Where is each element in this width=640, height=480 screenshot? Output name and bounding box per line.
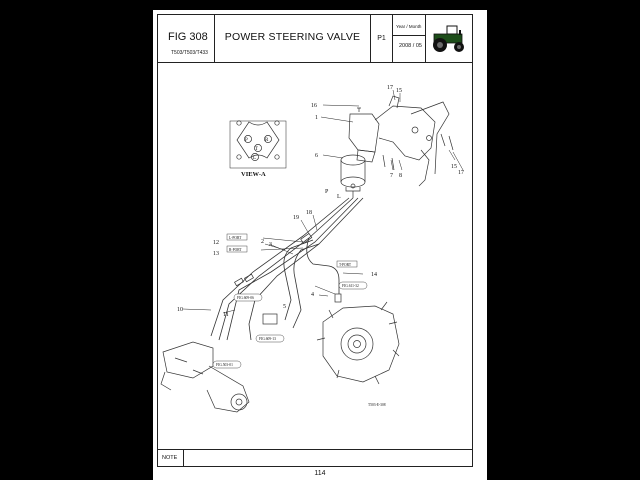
callout-8: 8 — [399, 173, 402, 179]
callout-11: 11 — [223, 312, 229, 318]
page-code: P1 — [377, 35, 386, 42]
transmission-housing — [316, 301, 400, 385]
title-cell: POWER STEERING VALVE — [215, 15, 371, 62]
fig-number: FIG 308 — [168, 31, 208, 43]
hose-fittings — [234, 233, 342, 325]
port-labels: L-PORT R-PORT T-PORT — [226, 233, 358, 268]
logo-cell — [426, 15, 474, 62]
port-l-letter: L — [253, 156, 256, 161]
r-port-label: R-PORT — [229, 248, 242, 252]
ref-fig-609-06: FIG.609-06 — [237, 296, 254, 300]
callout-3: 3 — [269, 242, 272, 248]
year-month-divider — [393, 35, 425, 36]
callout-12: 12 — [213, 240, 219, 246]
page-code-cell: P1 — [371, 15, 393, 62]
port-p-letter: P — [245, 138, 248, 143]
callout-17-top: 17 — [387, 85, 393, 91]
year-month-label: Year / Month — [396, 24, 422, 29]
ref-fig-611-32: FIG.611-32 — [342, 284, 359, 288]
mounting-bracket — [374, 95, 454, 187]
front-axle — [160, 341, 250, 413]
figure-references: FIG.609-06 FIG.609-13 FIG.611-32 FIG.503… — [212, 281, 368, 369]
ref-fig-503-01: FIG.503-01 — [216, 363, 233, 367]
view-a-label: VIEW-A — [241, 171, 266, 178]
callout-4: 4 — [311, 292, 314, 298]
catalog-page: FIG 308 T503/T503/T433 POWER STEERING VA… — [153, 10, 487, 480]
callout-l-mark: L — [337, 194, 341, 200]
callout-13: 13 — [213, 251, 219, 257]
callout-7: 7 — [390, 173, 393, 179]
callout-10: 10 — [177, 307, 183, 313]
year-month-cell: Year / Month 2008 / 05 — [393, 15, 426, 62]
hydraulic-hoses — [210, 197, 364, 341]
callout-5: 5 — [283, 304, 286, 310]
callout-6: 6 — [315, 153, 318, 159]
note-label: NOTE — [162, 455, 178, 461]
callout-16: 16 — [311, 103, 317, 109]
view-a-port-plate — [236, 120, 280, 161]
tractor-logo-icon — [433, 25, 464, 52]
callout-14: 14 — [371, 272, 377, 278]
callout-15-top: 15 — [396, 88, 402, 94]
page-title: POWER STEERING VALVE — [224, 31, 361, 43]
header-block: FIG 308 T503/T503/T433 POWER STEERING VA… — [158, 15, 472, 63]
port-r-letter: R — [265, 138, 269, 143]
callout-18: 18 — [306, 210, 312, 216]
l-port-label: L-PORT — [229, 236, 242, 240]
view-a-box — [229, 120, 287, 169]
ref-fig-609-13: FIG.609-13 — [259, 337, 276, 341]
port-t-letter: T — [255, 147, 258, 152]
callout-15-right: 15 — [451, 164, 457, 170]
callout-p-mark: P — [325, 189, 329, 195]
steering-valve-assembly — [340, 107, 380, 198]
note-divider — [183, 450, 184, 466]
callout-17-right: 17 — [458, 170, 464, 176]
callout-leaders — [182, 89, 464, 314]
page-number: 114 — [314, 470, 326, 477]
model-list: T503/T503/T433 — [171, 50, 208, 56]
callout-2: 2 — [261, 239, 264, 245]
callout-1: 1 — [315, 115, 318, 121]
page-frame: FIG 308 T503/T503/T433 POWER STEERING VA… — [157, 14, 473, 467]
fig-cell: FIG 308 T503/T503/T433 — [158, 15, 215, 62]
drawing-code: T503-E-308 — [368, 403, 386, 407]
t-port-label: T-PORT — [339, 263, 352, 267]
callout-19: 19 — [293, 215, 299, 221]
year-month-value: 2008 / 05 — [399, 43, 422, 49]
note-row: NOTE — [158, 449, 472, 466]
exploded-diagram: VIEW-A P R T L 16 1 6 17 15 7 8 15 17 P … — [160, 85, 464, 413]
